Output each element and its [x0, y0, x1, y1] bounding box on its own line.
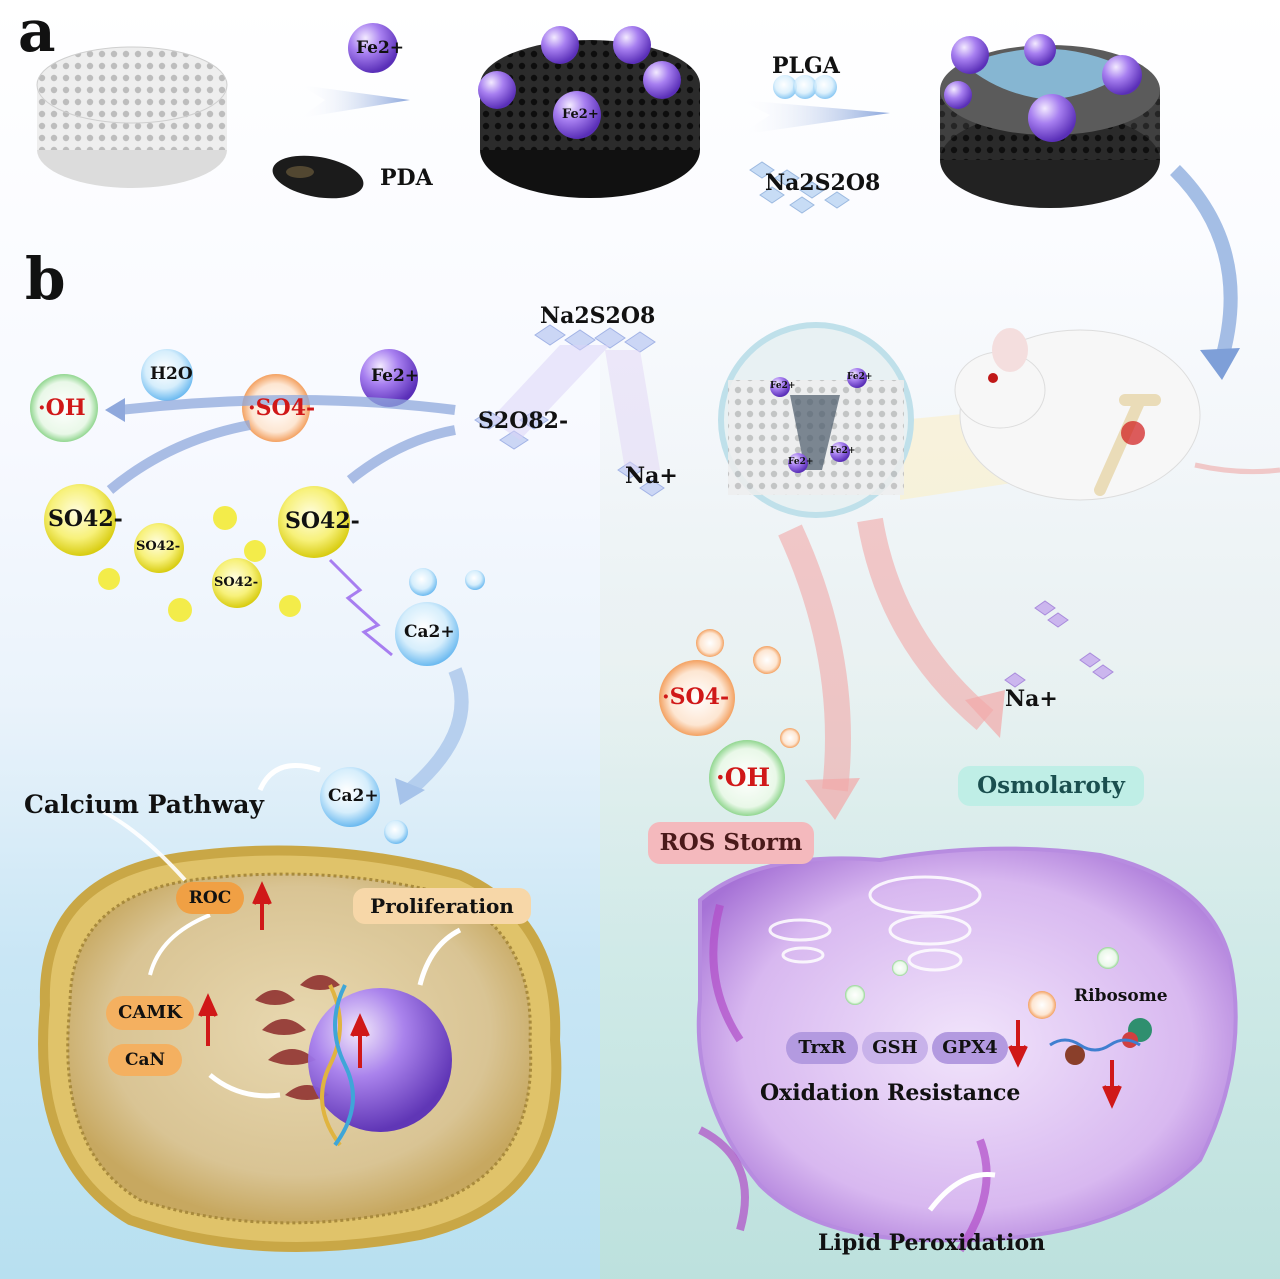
na-plus-label-right: Na+: [1005, 686, 1058, 712]
oxidation-resistance-label: Oxidation Resistance: [760, 1080, 1021, 1106]
ros-storm-label: ROS Storm: [648, 822, 814, 864]
calcium-label-top: Ca2+: [404, 622, 455, 642]
roc-up-arrow: [252, 881, 272, 930]
fe-ion-label-b: Fe2+: [371, 366, 420, 386]
implant-zoom: [718, 322, 1130, 518]
sulfate-label-3: SO42-: [136, 539, 181, 554]
h2o-bubble: [141, 349, 193, 401]
mussel-icon: [272, 155, 364, 199]
panel-label-a: a: [18, 0, 56, 65]
so4-bubble: [242, 374, 310, 442]
calcium-bubble-top: [395, 602, 459, 666]
zoom-fe-label-2: Fe2+: [847, 372, 873, 382]
sulfate-label-2: SO42-: [285, 508, 360, 534]
camk-badge: CAMK: [106, 996, 194, 1030]
na-plus-label-left: Na+: [625, 463, 678, 489]
arrow-to-mouse: [1170, 165, 1238, 368]
zoom-fe-label-4: Fe2+: [830, 446, 856, 456]
ribosome-label: Ribosome: [1074, 986, 1168, 1006]
ros-oh-label: ·OH: [716, 763, 771, 792]
roc-badge: ROC: [176, 882, 244, 914]
trxr-badge: TrxR: [786, 1032, 858, 1064]
plga-bubbles: [773, 75, 837, 99]
gsh-badge: GSH: [862, 1032, 928, 1064]
loaded-scaffold: [940, 34, 1160, 208]
gpx4-down-arrow: [1008, 1020, 1028, 1068]
ribosome-down-arrow: [1102, 1060, 1122, 1109]
fe-sphere-b: [360, 349, 418, 407]
sulfate-label-1: SO42-: [48, 506, 123, 532]
calcium-bubble-bottom: [320, 767, 380, 827]
fe-ion-label-a: Fe2+: [356, 38, 405, 58]
dark-scaffold: [478, 26, 700, 198]
arrow-a2: [740, 100, 890, 135]
na2s2o8-label-b: Na2S2O8: [540, 303, 656, 329]
proliferating-cell: [38, 808, 562, 1252]
s2o8-label: S2O82-: [478, 408, 569, 434]
panel-label-b: b: [25, 245, 66, 313]
gpx4-badge: GPX4: [932, 1032, 1008, 1064]
panel-b-chemistry: [30, 324, 665, 844]
h2o-label: H2O: [150, 364, 193, 384]
fe-on-scaffold-label: Fe2+: [562, 107, 599, 122]
sulfate-label-4: SO42-: [214, 575, 259, 590]
persulfate-crystals-a: [749, 161, 850, 214]
so4-radical-label: ·SO4-: [248, 395, 316, 421]
pda-label: PDA: [380, 165, 433, 191]
arrow-a1: [300, 85, 410, 118]
oh-radical-label: ·OH: [38, 395, 86, 421]
na2s2o8-label-a: Na2S2O8: [765, 170, 881, 196]
oh-bubble: [30, 374, 98, 442]
nucleus-up-arrow: [350, 1013, 370, 1068]
fe-sphere-a: [348, 23, 398, 73]
lipid-peroxidation-label: Lipid Peroxidation: [818, 1230, 1046, 1256]
ros-so4-label: ·SO4-: [662, 684, 730, 710]
zoom-fe-label-1: Fe2+: [770, 381, 796, 391]
osmolarity-label: Osmolaroty: [958, 766, 1144, 806]
panel-a-artwork: [36, 23, 1240, 380]
camk-up-arrow: [198, 993, 218, 1046]
ros-effects: [659, 517, 1114, 820]
white-scaffold: [36, 46, 228, 188]
mouse-illustration: [954, 328, 1280, 501]
can-badge: CaN: [108, 1044, 182, 1076]
calcium-pathway-label: Calcium Pathway: [24, 790, 264, 819]
zoom-fe-label-3: Fe2+: [788, 457, 814, 467]
plga-label: PLGA: [772, 53, 840, 79]
proliferation-label: Proliferation: [353, 888, 531, 924]
calcium-label-bottom: Ca2+: [328, 786, 379, 806]
